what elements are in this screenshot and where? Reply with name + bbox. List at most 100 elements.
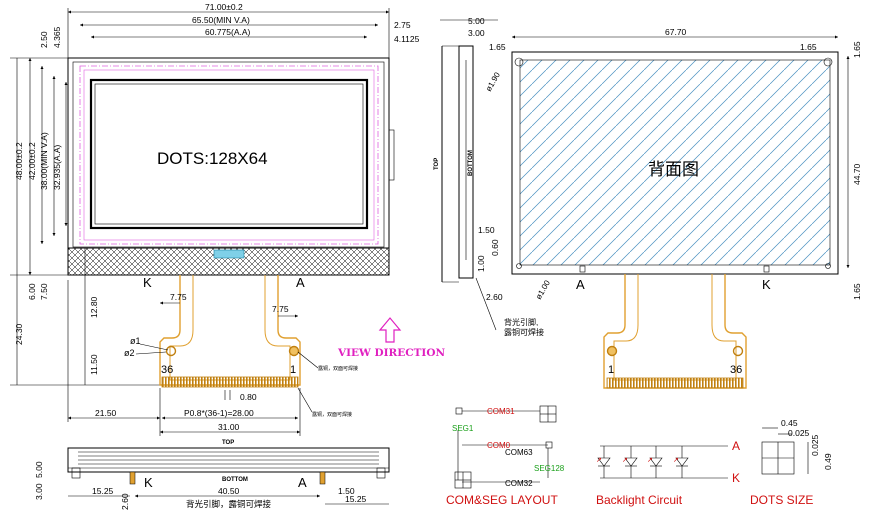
side-top-label: TOP bbox=[434, 158, 440, 170]
com63-label: COM63 bbox=[505, 448, 533, 457]
dots-dim-0-025-h: 0.025 bbox=[788, 428, 810, 438]
back-dim-1-65-tl: 1.65 bbox=[489, 42, 506, 52]
side-body bbox=[458, 45, 474, 279]
back-pin-k: K bbox=[762, 277, 771, 292]
back-hatched-area bbox=[519, 59, 831, 266]
back-dim-1-65-tr: 1.65 bbox=[800, 42, 817, 52]
dim-2-75: 2.75 bbox=[394, 20, 411, 30]
back-pin-a: A bbox=[576, 277, 585, 292]
led-3 bbox=[649, 446, 663, 478]
display-label: DOTS:128X64 bbox=[157, 149, 268, 168]
dots-dim-0-025-v: 0.025 bbox=[810, 434, 820, 456]
bottom-pin-label-a: A bbox=[298, 475, 307, 490]
glass-outline bbox=[72, 61, 385, 248]
dim-65-50: 65.50(MIN V.A) bbox=[192, 15, 250, 25]
back-fpc-hole-left bbox=[606, 345, 618, 357]
bottom-top-label: TOP bbox=[222, 440, 234, 446]
side-note-2: 露铜可焊接 bbox=[504, 327, 544, 337]
bottom-tab-left bbox=[71, 467, 81, 479]
bottom-pin-label-k: K bbox=[144, 475, 153, 490]
pin-label-a: A bbox=[296, 275, 305, 290]
led-4 bbox=[675, 446, 689, 478]
dim-60-775: 60.775(A.A) bbox=[205, 27, 251, 37]
bottom-bottom-label: BOTTOM bbox=[222, 477, 248, 483]
fpc-dim-21-5: 21.50 bbox=[95, 408, 117, 418]
fpc-dim-7-75-right: 7.75 bbox=[272, 304, 289, 314]
mount-hole-tl bbox=[514, 57, 524, 67]
hole-label-1: ø1 bbox=[130, 336, 141, 346]
view-area-line bbox=[79, 65, 379, 245]
fpc-pins bbox=[161, 376, 299, 388]
view-area-inner bbox=[83, 69, 375, 241]
dim-24-3: 24.30 bbox=[14, 323, 24, 345]
back-dim-67-7: 67.70 bbox=[665, 27, 687, 37]
bottom-tab-right bbox=[376, 467, 386, 479]
side-dim-2-6: 2.60 bbox=[486, 292, 503, 302]
side-dim-1: 1.00 bbox=[476, 255, 486, 272]
dim-11-5: 11.50 bbox=[89, 354, 99, 375]
bottom-outline bbox=[67, 447, 390, 473]
side-dim-1-5: 1.50 bbox=[478, 225, 495, 235]
side-tab bbox=[388, 129, 395, 181]
bottom-dim-5: 5.00 bbox=[34, 461, 44, 478]
pad-a bbox=[579, 265, 586, 273]
pin-label-k: K bbox=[143, 275, 152, 290]
dim-32-935: 32.935(A.A) bbox=[52, 144, 62, 190]
side-dim-0-6: 0.60 bbox=[490, 239, 500, 256]
side-dim-3: 3.00 bbox=[468, 28, 485, 38]
dim-71: 71.00±0.2 bbox=[205, 2, 243, 12]
back-fpc-hole-right bbox=[732, 345, 744, 357]
mount-hole-tr bbox=[823, 57, 833, 67]
side-dim-5: 5.00 bbox=[468, 16, 485, 26]
side-view: 5.00 3.00 TOP BOTTOM 1.50 0.60 1.00 2.60… bbox=[434, 16, 544, 337]
pin-first: 36 bbox=[161, 364, 173, 376]
bottom-view: TOP BOTTOM 5.00 3.00 2.60 15.25 40.50 1.… bbox=[34, 440, 390, 510]
led-emit-2: ↗ bbox=[622, 457, 628, 464]
led-window bbox=[213, 249, 245, 259]
back-hole-label-2: ø1.00 bbox=[534, 278, 552, 301]
back-pin-last: 36 bbox=[730, 364, 742, 376]
pad-k bbox=[763, 265, 770, 273]
dim-6: 6.00 bbox=[27, 283, 37, 300]
side-note-1: 背光引脚, bbox=[504, 317, 538, 327]
bottom-dim-15-25-right: 15.25 bbox=[345, 494, 367, 504]
dim-4-365: 4.365 bbox=[52, 26, 62, 48]
back-outline bbox=[511, 51, 839, 275]
led-2 bbox=[624, 446, 638, 478]
back-dim-44-7: 44.70 bbox=[852, 163, 862, 185]
dim-12-8: 12.80 bbox=[89, 296, 99, 318]
backlight-pin-a: A bbox=[732, 439, 740, 453]
dots-size: 0.45 0.025 0.025 0.49 DOTS SIZE bbox=[750, 418, 833, 507]
fpc-inner bbox=[169, 275, 291, 381]
left-dimensions: 2.50 4.365 48.00±0.2 42.00±0.2 38.00(MIN… bbox=[10, 26, 160, 386]
backlight-pin-k: K bbox=[732, 471, 740, 485]
led-1 bbox=[597, 446, 611, 478]
hole-label-2: ø2 bbox=[124, 348, 135, 358]
back-fpc bbox=[603, 274, 747, 389]
mount-hole-bl bbox=[516, 263, 522, 269]
led-emit-1: ↗ bbox=[596, 457, 602, 464]
back-pin-first: 1 bbox=[608, 364, 614, 376]
pin-note: 露铜，双面可焊接 bbox=[312, 411, 352, 418]
backlight-caption: Backlight Circuit bbox=[596, 493, 683, 507]
seg128-label: SEG128 bbox=[534, 464, 565, 473]
com32-label: COM32 bbox=[505, 479, 533, 488]
dim-38: 38.00(MIN V.A) bbox=[39, 132, 49, 190]
dim-48: 48.00±0.2 bbox=[14, 142, 24, 180]
com31-label: COM31 bbox=[487, 407, 515, 416]
dots-dim-0-49: 0.49 bbox=[823, 453, 833, 470]
back-fpc-inner bbox=[613, 274, 737, 381]
dim-4-1125: 4.1125 bbox=[394, 34, 420, 44]
bottom-note: 背光引脚，露铜可焊接 bbox=[186, 499, 272, 509]
back-dim-1-65-br: 1.65 bbox=[852, 283, 862, 300]
back-view: 67.70 1.65 1.65 1.65 44.70 1.65 ø1.90 ø1… bbox=[484, 27, 862, 389]
bottom-pin-a bbox=[319, 471, 326, 485]
backlight-circuit: ↗ ↗ ↗ ↗ A K Backlight Circuit bbox=[596, 439, 740, 507]
dots-caption: DOTS SIZE bbox=[750, 493, 813, 507]
dim-42: 42.00±0.2 bbox=[27, 142, 37, 180]
view-direction-arrow bbox=[378, 317, 402, 343]
led-emit-4: ↗ bbox=[673, 457, 679, 464]
com0-label: COM0 bbox=[487, 441, 511, 450]
fpc-dim-0-8: 0.80 bbox=[240, 392, 257, 402]
